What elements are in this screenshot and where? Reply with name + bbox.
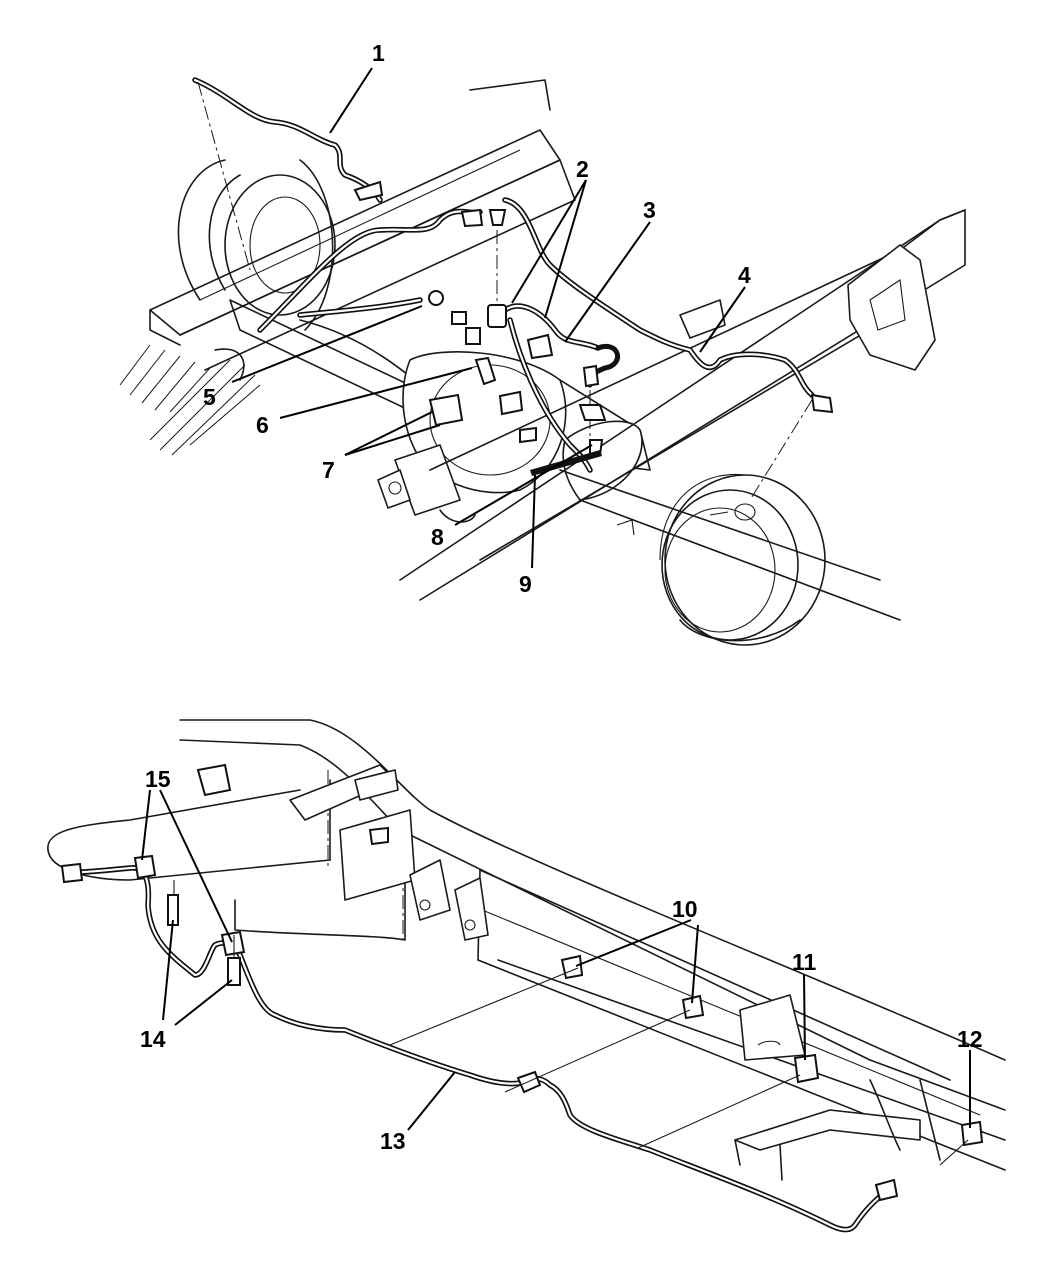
callout-4: 4 (738, 262, 751, 288)
callout-9: 9 (519, 571, 532, 597)
callout-15: 15 (145, 766, 171, 792)
callout-11: 11 (792, 949, 817, 975)
pinion-yoke (377, 444, 476, 523)
callout-13: 13 (380, 1128, 406, 1154)
callout-1: 1 (372, 40, 385, 66)
callout-7: 7 (322, 457, 335, 483)
left-wheel-drum (177, 159, 336, 331)
callout-5: 5 (203, 384, 216, 410)
callout-3: 3 (643, 197, 656, 223)
left-leaf-spring (119, 344, 261, 456)
brake-line-left-wheel (257, 208, 483, 333)
callout-14: 14 (140, 1026, 166, 1052)
left-frame-rail (149, 79, 576, 371)
lower-leader-lines (141, 789, 971, 1166)
brake-line-13 (65, 865, 891, 1233)
brake-line-4 (502, 197, 815, 501)
shock-mount-bracket (679, 244, 936, 371)
callout-12: 12 (957, 1026, 983, 1052)
right-wheel-drum (659, 473, 826, 646)
lower-fittings (60, 763, 984, 1202)
callout-2: 2 (576, 156, 589, 182)
upper-rear-axle-view: 1 2 3 4 5 6 7 8 9 (119, 40, 966, 646)
callout-6: 6 (256, 412, 269, 438)
upper-leader-lines (231, 67, 746, 569)
frame-rail-body (47, 719, 1006, 1171)
brake-line-1 (192, 77, 383, 271)
crossmember (289, 764, 489, 941)
callout-8: 8 (431, 524, 444, 550)
lower-frame-rail-view: 10 11 12 13 14 15 (47, 719, 1006, 1233)
callout-10: 10 (672, 896, 698, 922)
rear-crossmember (734, 994, 941, 1181)
upper-fittings (353, 180, 834, 536)
